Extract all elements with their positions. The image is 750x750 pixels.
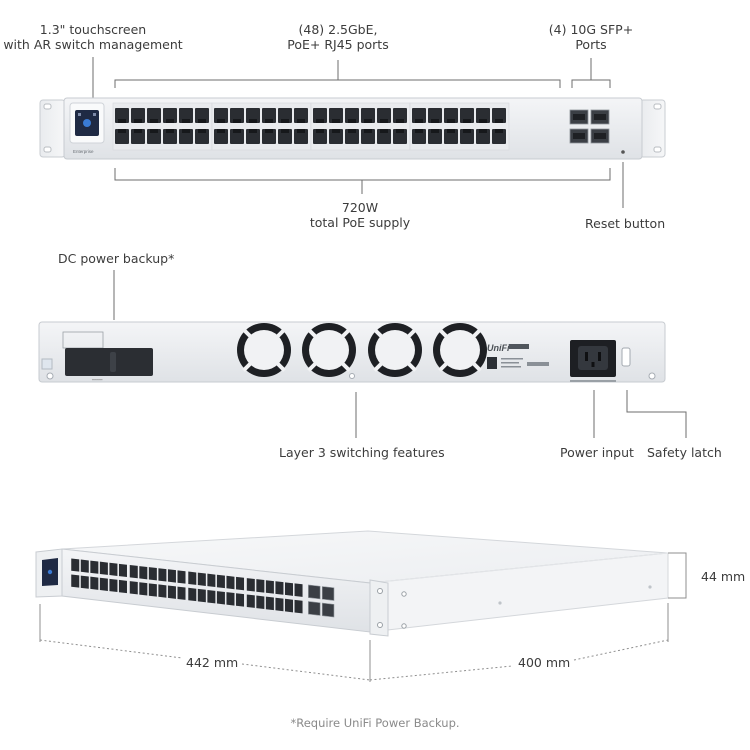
callout-lines-front xyxy=(92,57,624,208)
label-safety-latch: Safety latch xyxy=(647,445,722,460)
label-rj45-ports: (48) 2.5GbE, PoE+ RJ45 ports xyxy=(287,22,389,52)
rj45-port-3d xyxy=(216,591,225,605)
switch-front-view: Enterprise xyxy=(39,97,666,160)
sfp-port-3d xyxy=(321,602,335,618)
fan-grille xyxy=(237,323,291,377)
rj45-port-3d xyxy=(207,573,216,588)
rj45-port-3d xyxy=(284,582,293,596)
rj45-port-3d xyxy=(188,571,197,585)
rj45-port-3d xyxy=(236,593,245,607)
rj45-port-3d xyxy=(256,595,265,610)
rj45-port-3d xyxy=(99,577,108,591)
svg-text:━━━━━: ━━━━━ xyxy=(91,378,103,382)
rj45-port-3d xyxy=(109,578,118,593)
rj45-port-3d xyxy=(236,576,245,591)
rj45-port-3d xyxy=(216,574,225,589)
dimension-lines xyxy=(39,552,687,682)
rj45-port-3d xyxy=(226,575,235,590)
sfp-port-3d xyxy=(321,586,335,601)
rj45-port-3d xyxy=(158,584,167,598)
rj45-port-3d xyxy=(80,575,89,589)
sfp-port-3d xyxy=(308,584,321,600)
unifi-logo: UniFi xyxy=(487,343,510,353)
label-layer3: Layer 3 switching features xyxy=(279,445,445,460)
rj45-port-3d xyxy=(109,562,118,576)
safety-latch xyxy=(621,347,631,367)
dimension-depth: 400 mm xyxy=(518,655,571,670)
rj45-port-3d xyxy=(275,581,284,595)
cooling-fans xyxy=(237,323,487,377)
rj45-port-3d xyxy=(129,581,138,595)
footnote: *Require UniFi Power Backup. xyxy=(290,716,460,730)
rj45-port-3d xyxy=(80,559,89,573)
rj45-port-3d xyxy=(167,585,176,599)
rj45-port-3d xyxy=(99,561,108,575)
label-power-input: Power input xyxy=(560,445,634,460)
rj45-port-3d xyxy=(139,566,148,580)
rj45-port-3d xyxy=(148,583,157,597)
rj45-port-3d xyxy=(197,588,206,603)
dimension-height: 44 mm xyxy=(701,569,746,584)
callout-lines-back xyxy=(113,270,687,438)
rj45-port-3d xyxy=(129,565,138,579)
label-poe-supply: 720W total PoE supply xyxy=(309,200,411,230)
rj45-port-3d xyxy=(246,578,255,592)
rj45-port-3d xyxy=(294,583,303,597)
fan-grille xyxy=(433,323,487,377)
rj45-port-3d xyxy=(90,560,99,574)
rj45-port-3d xyxy=(118,563,127,578)
rj45-port-3d xyxy=(177,570,186,584)
rj45-port-3d xyxy=(71,574,80,588)
label-touchscreen: 1.3" touchscreen with AR switch manageme… xyxy=(3,22,183,52)
label-reset-button: Reset button xyxy=(585,216,666,231)
rj45-port-3d xyxy=(275,597,284,612)
label-dc-backup: DC power backup* xyxy=(58,251,175,266)
rj45-port-3d xyxy=(139,582,148,596)
fan-grille xyxy=(302,323,356,377)
switch-back-view: ━━━━━ UniFi xyxy=(38,321,666,383)
rj45-port-3d xyxy=(294,599,303,614)
rj45-port-3d xyxy=(246,594,255,608)
rj45-port-3d xyxy=(148,567,157,581)
rj45-port-3d xyxy=(265,580,274,594)
rj45-port-3d xyxy=(177,586,186,600)
rj45-port-array-3d xyxy=(71,558,335,618)
sfp-port-array xyxy=(569,109,610,144)
rj45-port-3d xyxy=(197,572,206,586)
rj45-port-3d xyxy=(90,576,99,590)
sfp-port-3d xyxy=(308,601,321,616)
rj45-port-3d xyxy=(71,558,80,572)
rj45-port-3d xyxy=(167,569,176,583)
dc-backup-module xyxy=(65,348,153,376)
rj45-port-array xyxy=(112,102,510,151)
switch-3d-view xyxy=(35,530,669,637)
fan-grille xyxy=(368,323,422,377)
rj45-port-3d xyxy=(158,568,167,582)
rj45-port-3d xyxy=(256,579,265,593)
rj45-port-3d xyxy=(265,596,274,611)
rj45-port-3d xyxy=(226,592,235,606)
rj45-port-3d xyxy=(284,598,293,613)
rj45-port-3d xyxy=(188,587,197,602)
dimension-width: 442 mm xyxy=(186,655,239,670)
rj45-port-3d xyxy=(118,579,127,594)
rj45-port-3d xyxy=(207,589,216,604)
brand-mark: Enterprise xyxy=(73,149,94,154)
label-sfp-ports: (4) 10G SFP+ Ports xyxy=(548,22,634,52)
reset-button xyxy=(621,150,625,154)
